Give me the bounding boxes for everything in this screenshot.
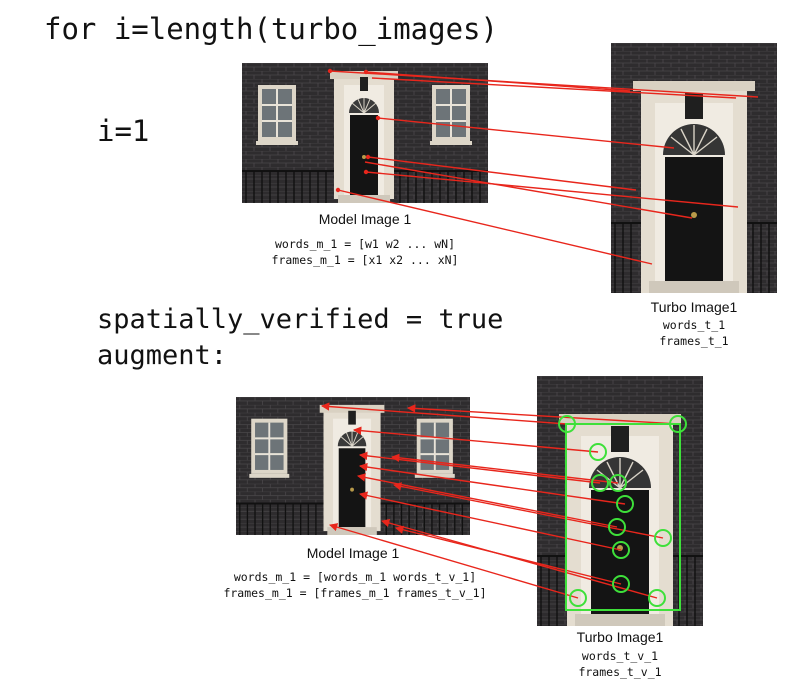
turbo-image-top bbox=[611, 43, 777, 293]
turbo-image-bottom-caption: Turbo Image1 bbox=[576, 629, 664, 645]
turbo-words-top: words_t_1 bbox=[662, 318, 726, 332]
augment-line: augment: bbox=[97, 340, 228, 371]
turbo-image-top-caption: Turbo Image1 bbox=[650, 299, 738, 315]
turbo-image-bottom bbox=[537, 376, 703, 626]
turbo-frames-top: frames_t_1 bbox=[659, 334, 729, 348]
iteration-label: i=1 bbox=[97, 114, 150, 148]
words-line-bottom: words_m_1 = [words_m_1 words_t_v_1] bbox=[233, 570, 477, 584]
words-line-top: words_m_1 = [w1 w2 ... wN] bbox=[274, 237, 455, 251]
model-image-top-caption: Model Image 1 bbox=[318, 211, 412, 227]
frames-line-top: frames_m_1 = [x1 x2 ... xN] bbox=[271, 253, 459, 267]
loop-heading: for i=length(turbo_images) bbox=[44, 12, 498, 46]
turbo-words-bottom: words_t_v_1 bbox=[581, 649, 659, 663]
frames-line-bottom: frames_m_1 = [frames_m_1 frames_t_v_1] bbox=[223, 586, 487, 600]
model-image-bottom bbox=[236, 397, 470, 535]
spatially-verified-line: spatially_verified = true bbox=[97, 304, 504, 335]
model-image-top bbox=[242, 63, 488, 203]
model-image-bottom-caption: Model Image 1 bbox=[306, 545, 400, 561]
turbo-frames-bottom: frames_t_v_1 bbox=[578, 665, 662, 679]
